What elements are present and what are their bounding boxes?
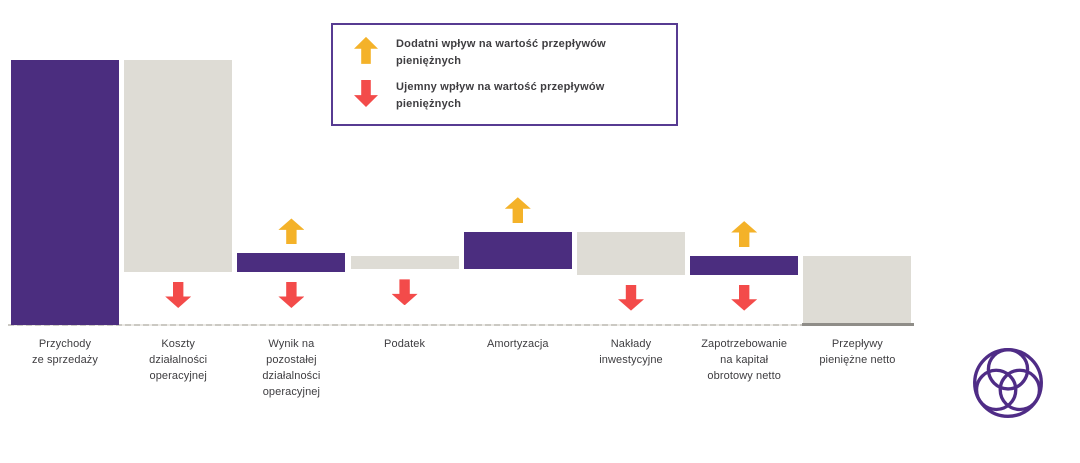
- down-arrow-icon: [391, 279, 418, 306]
- legend-label-negative: Ujemny wpływ na wartość przepływów pieni…: [396, 81, 605, 111]
- down-arrow-icon: [618, 284, 644, 311]
- down-arrow-icon: [165, 282, 192, 308]
- purple-swirl-logo: [971, 346, 1045, 420]
- bar-przeplywy-netto: [803, 256, 912, 325]
- legend-item-negative: Ujemny wpływ na wartość przepływów pieni…: [354, 79, 676, 113]
- up-arrow-icon: [354, 36, 378, 64]
- bar-przychody-ze-sprzedazy: [11, 60, 119, 325]
- bar-koszty-operacyjne: [124, 60, 233, 272]
- legend: Dodatni wpływ na wartość przepływów pien…: [331, 23, 678, 126]
- down-arrow-icon: [278, 282, 305, 308]
- category-label-podatek: Podatek: [384, 338, 426, 350]
- down-arrow-icon: [354, 80, 378, 107]
- bar-podatek: [350, 256, 459, 270]
- bar-amortyzacja: [463, 232, 572, 270]
- up-arrow-icon: [278, 218, 305, 245]
- swirl-logo-graphic: [973, 348, 1043, 418]
- up-arrow-icon: [731, 221, 758, 248]
- baseline-axis: [8, 324, 914, 326]
- baseline-emphasis: [802, 323, 915, 326]
- bar-wynik-pozostala-dzialalnosc: [237, 253, 346, 272]
- legend-label-positive: Dodatni wpływ na wartość przepływów pien…: [396, 37, 606, 67]
- legend-item-positive: Dodatni wpływ na wartość przepływów pien…: [354, 36, 676, 70]
- bar-naklady-inwestycyjne: [577, 232, 685, 275]
- bar-kapital-obrotowy-netto: [690, 256, 799, 275]
- up-arrow-icon: [504, 197, 531, 224]
- category-label-amortyzacja: Amortyzacja: [486, 338, 549, 350]
- down-arrow-icon: [731, 284, 758, 311]
